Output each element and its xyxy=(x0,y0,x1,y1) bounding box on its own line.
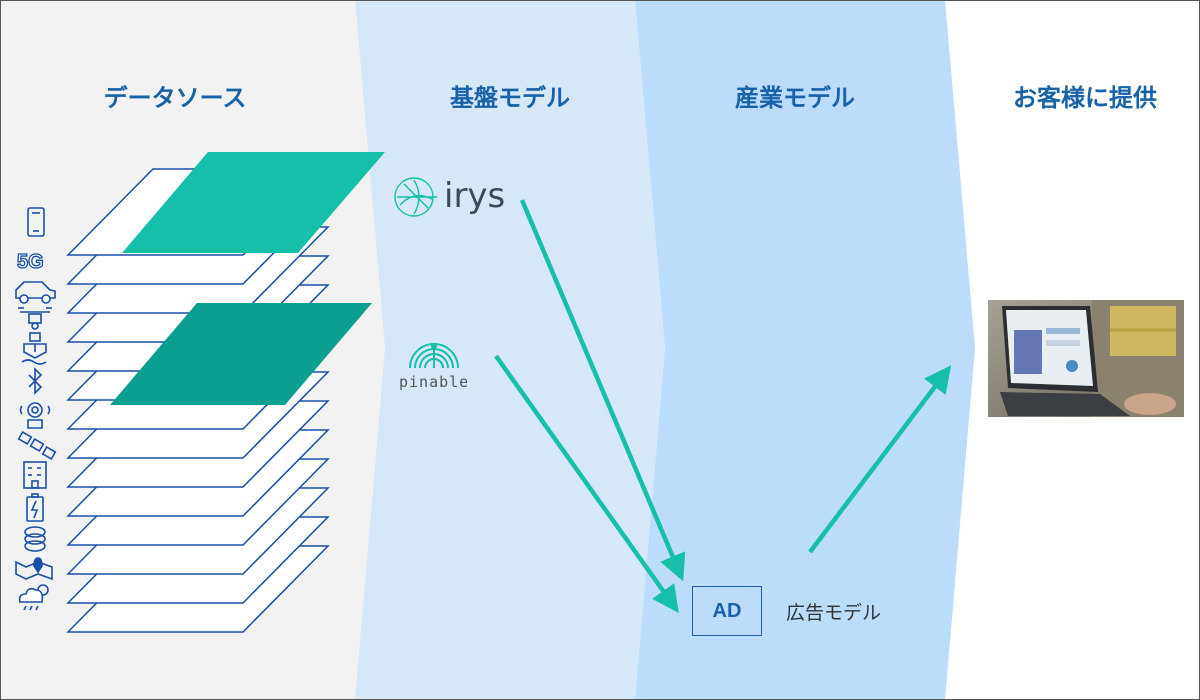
ad-badge-text: AD xyxy=(712,599,742,622)
coins-icon xyxy=(24,526,46,552)
drone-icon xyxy=(18,307,52,330)
5g-icon: 5G xyxy=(17,251,44,273)
pinable-logo-icon xyxy=(409,343,459,369)
irys-logo-icon xyxy=(394,177,437,217)
data-source-icons: 5G xyxy=(15,207,57,611)
column-title-industry-models: 産業モデル xyxy=(735,84,855,112)
bluetooth-icon xyxy=(28,367,43,395)
building-icon xyxy=(23,461,47,489)
car-icon xyxy=(15,281,56,304)
column-title-customer-delivery: お客様に提供 xyxy=(1013,84,1157,112)
highlight-layer-irys xyxy=(122,152,385,253)
column-title-foundation-models: 基盤モデル xyxy=(450,84,570,112)
column-title-data-sources: データソース xyxy=(103,84,247,112)
column-bg-industry xyxy=(635,0,975,700)
satellite-icon xyxy=(17,430,57,461)
arrow-pinable-to-ad xyxy=(494,354,679,614)
camera-icon xyxy=(19,402,51,429)
ship-icon xyxy=(21,332,47,365)
column-bg-foundation xyxy=(355,0,665,700)
ad-model-label: 広告モデル xyxy=(786,602,882,624)
irys-logo-text: irys xyxy=(444,176,506,216)
pinable-logo-text: pinable xyxy=(399,373,470,391)
arrow-irys-to-ad xyxy=(519,199,686,582)
laptop-photo xyxy=(988,300,1184,417)
map-pin-icon xyxy=(15,557,53,581)
flow-arrows xyxy=(494,199,952,614)
arrow-ad-to-customer xyxy=(808,365,952,554)
battery-icon xyxy=(26,493,44,522)
weather-icon xyxy=(18,584,49,611)
phone-icon xyxy=(27,207,45,237)
ad-badge: AD xyxy=(692,586,762,636)
highlight-layer-pinable xyxy=(110,303,372,405)
